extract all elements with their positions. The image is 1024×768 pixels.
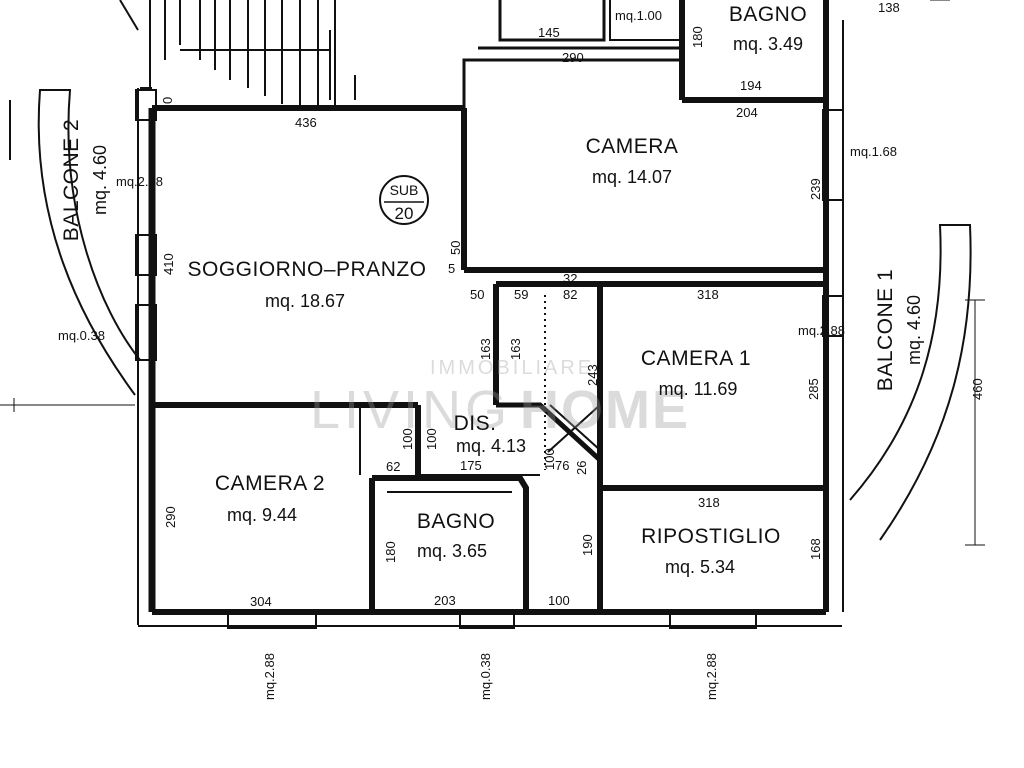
- dim-100b: 100: [424, 428, 439, 450]
- window-area-left: mq.0.38: [58, 328, 105, 343]
- room-area-dis: mq. 4.13: [456, 436, 526, 456]
- window-area-bottom-left: mq.2.88: [262, 653, 277, 700]
- dim-239: 239: [808, 178, 823, 200]
- dim-304: 304: [250, 594, 272, 609]
- window-area-balc2: mq.2.88: [116, 174, 163, 189]
- room-name-bagno-top: BAGNO: [729, 3, 807, 26]
- dim-32: 32: [563, 271, 577, 286]
- room-area-bagno-top: mq. 3.49: [733, 34, 803, 54]
- windows: [135, 89, 844, 629]
- dim-194: 194: [740, 78, 762, 93]
- dim-100c: 100: [542, 448, 557, 470]
- dim-318a: 318: [697, 287, 719, 302]
- room-area-camera: mq. 14.07: [592, 167, 672, 187]
- room-name-soggiorno: SOGGIORNO–PRANZO: [187, 258, 426, 281]
- dim-62: 62: [386, 459, 400, 474]
- dim-50a: 50: [448, 241, 463, 255]
- dim-180: 180: [690, 26, 705, 48]
- room-area-camera1: mq. 11.69: [659, 379, 738, 399]
- watermark-left: LIVING: [310, 380, 511, 440]
- dim-460: 460: [970, 378, 985, 400]
- dim-26: 26: [574, 461, 589, 475]
- dim-180b: 180: [383, 541, 398, 563]
- dim-59: 59: [514, 287, 528, 302]
- dimension-lines: [0, 0, 985, 546]
- dim-100a: 100: [400, 428, 415, 450]
- dim-190: 190: [580, 534, 595, 556]
- dim-5: 5: [448, 261, 455, 276]
- window-area-right-top: mq.1.68: [850, 144, 897, 159]
- sub-label: SUB: [390, 182, 419, 198]
- balcone1-area: mq. 4.60: [904, 295, 924, 365]
- dim-175: 175: [460, 458, 482, 473]
- window-area-bottom-mid: mq.0.38: [478, 653, 493, 700]
- dim-138: 138: [878, 0, 900, 15]
- sub-number: 20: [395, 204, 414, 223]
- staircase: [119, 0, 356, 110]
- dim-0: 0: [160, 97, 175, 104]
- dim-204: 204: [736, 105, 758, 120]
- room-area-camera2: mq. 9.44: [227, 505, 297, 525]
- watermark-top: IMMOBILIARE: [430, 357, 594, 379]
- window-area-top: mq.1.00: [615, 8, 662, 23]
- dim-82: 82: [563, 287, 577, 302]
- room-area-ripostiglio: mq. 5.34: [665, 557, 735, 577]
- dim-50b: 50: [470, 287, 484, 302]
- balcone2-name: BALCONE 2: [60, 119, 83, 241]
- dim-203: 203: [434, 593, 456, 608]
- dim-436: 436: [295, 115, 317, 130]
- dim-100d: 100: [548, 593, 570, 608]
- dim-243: 243: [585, 364, 600, 386]
- dim-168: 168: [808, 538, 823, 560]
- room-name-dis: DIS.: [454, 412, 497, 435]
- dim-318b: 318: [698, 495, 720, 510]
- room-area-soggiorno: mq. 18.67: [265, 291, 345, 311]
- sub-badge: SUB 20: [379, 175, 429, 225]
- window-area-bottom-right: mq.2.88: [704, 653, 719, 700]
- room-name-ripostiglio: RIPOSTIGLIO: [641, 525, 781, 548]
- dim-163b: 163: [508, 338, 523, 360]
- dim-145: 145: [538, 25, 560, 40]
- dim-76: 76: [555, 458, 569, 473]
- room-name-bagno: BAGNO: [417, 510, 495, 533]
- dim-163a: 163: [478, 338, 493, 360]
- dim-290: 290: [163, 506, 178, 528]
- door-swing-dis: [544, 295, 601, 470]
- dim-410: 410: [161, 253, 176, 275]
- window-area-balc1: mq.2.88: [798, 323, 845, 338]
- balcone2-area: mq. 4.60: [90, 145, 110, 215]
- dim-290top: 290: [562, 50, 584, 65]
- dim-285: 285: [806, 378, 821, 400]
- balconies-outline: [9, 89, 972, 541]
- room-name-camera1: CAMERA 1: [641, 347, 751, 370]
- watermark-right: HOME: [520, 380, 690, 440]
- room-area-bagno: mq. 3.65: [417, 541, 487, 561]
- balcone1-name: BALCONE 1: [874, 269, 897, 391]
- room-name-camera: CAMERA: [586, 135, 679, 158]
- room-name-camera2: CAMERA 2: [215, 472, 325, 495]
